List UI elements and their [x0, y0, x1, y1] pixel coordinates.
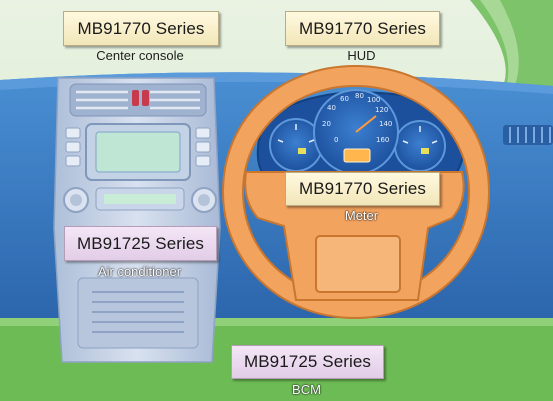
center-console-chip: MB91770 Series: [63, 11, 219, 46]
center-console-caption: Center console: [96, 48, 184, 63]
speed-tick-20: 20: [322, 120, 331, 128]
speed-tick-40: 40: [327, 104, 336, 112]
hud-caption: HUD: [347, 48, 376, 63]
meter-caption: Meter: [344, 208, 379, 223]
instrument-cluster: [256, 89, 465, 184]
bcm-caption: BCM: [292, 382, 321, 397]
speed-tick-140: 140: [379, 120, 393, 128]
speed-tick-120: 120: [375, 106, 389, 114]
speed-tick-80: 80: [355, 92, 364, 100]
center-console-unit: [53, 77, 221, 363]
speed-tick-60: 60: [340, 95, 349, 103]
meter-chip: MB91770 Series: [285, 172, 440, 206]
speed-tick-100: 100: [367, 96, 381, 104]
side-vent: [503, 125, 553, 145]
hud-chip: MB91770 Series: [285, 11, 440, 46]
bcm-chip: MB91725 Series: [231, 345, 384, 379]
air-conditioner-caption: Air conditioner: [97, 264, 182, 279]
air-conditioner-chip: MB91725 Series: [64, 226, 217, 261]
speed-tick-160: 160: [376, 136, 390, 144]
speed-tick-0: 0: [334, 136, 339, 144]
